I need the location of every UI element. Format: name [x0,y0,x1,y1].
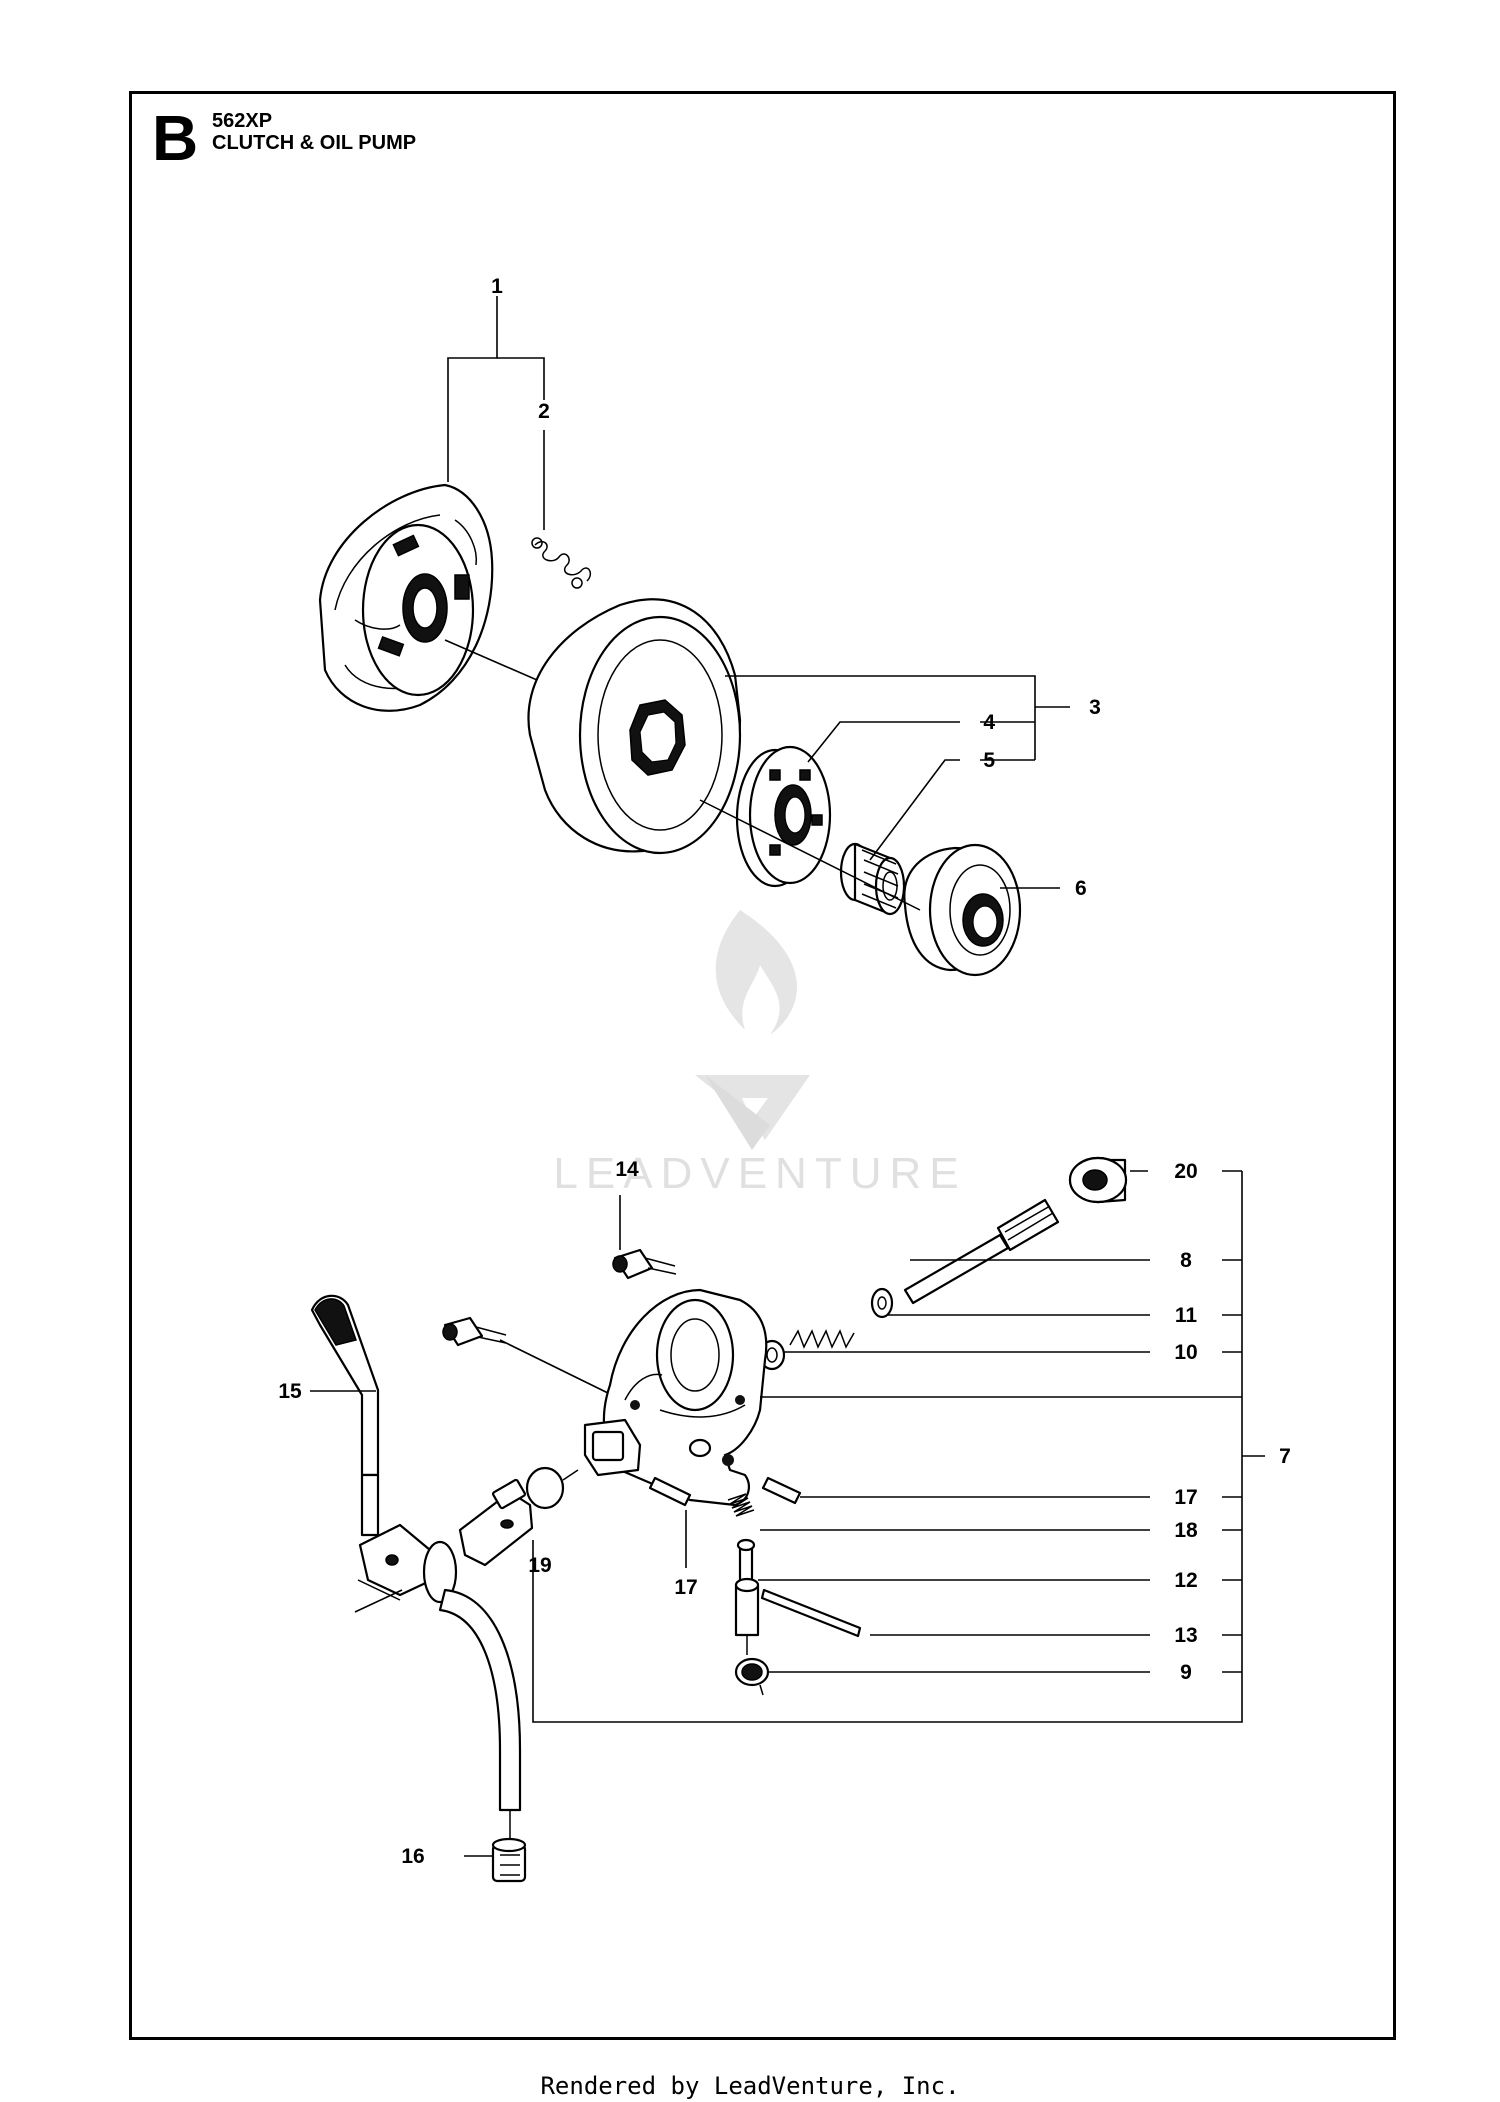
part-18-spring [727,1493,755,1517]
part-19-connector [458,1466,579,1567]
part-8-pump-shaft [903,1198,1060,1305]
part-7-oil-pump-body [583,1288,768,1507]
footer-credit: Rendered by LeadVenture, Inc. [540,2072,960,2100]
watermark-text: LEADVENTURE [553,1149,966,1198]
part-1-clutch [318,483,561,712]
callout-1: 1 [491,275,503,298]
part-5-needle-bearing [839,842,906,916]
callout-14: 14 [615,1158,639,1181]
lower-leader-lines [310,1170,1265,1857]
callout-9: 9 [1180,1661,1192,1684]
part-15-suction-pipe [310,1294,380,1537]
callout-15: 15 [278,1380,302,1403]
part-4-rim-sprocket [735,745,832,888]
callout-10: 10 [1174,1341,1197,1364]
part-12-plunger [734,1538,760,1655]
callout-7: 7 [1279,1445,1291,1468]
callout-5: 5 [983,749,995,772]
part-3-clutch-drum [527,598,742,855]
part-11-spring [789,1287,894,1349]
callout-8: 8 [1180,1249,1192,1272]
callout-11: 11 [1175,1304,1198,1327]
part-6-spur-sprocket [903,843,1022,977]
callout-18: 18 [1174,1519,1198,1542]
callout-20: 20 [1174,1160,1197,1183]
watermark-logo: LEADVENTURE [553,910,966,1198]
diagram-frame [129,91,1396,2040]
callout-12: 12 [1174,1569,1197,1592]
section-letter: B [152,102,199,174]
model-number: 562XP [212,110,273,132]
hose-fitting [354,1523,458,1613]
upper-leader-lines [447,296,1070,889]
callout-2: 2 [538,400,550,423]
part-9-nut [734,1657,770,1696]
part-20-bushing [1068,1156,1128,1204]
part-13-pin [760,1588,862,1638]
part-2-spring [531,537,592,589]
callout-19: 19 [528,1554,551,1577]
callout-13: 13 [1174,1624,1197,1647]
oil-hose [438,1588,522,1840]
callout-6: 6 [1075,877,1087,900]
callout-17-lower: 17 [674,1576,697,1599]
callout-3: 3 [1089,696,1101,719]
part-17-pins [648,1476,802,1507]
callout-4: 4 [983,711,995,734]
diagram-title: CLUTCH & OIL PUMP [212,132,417,154]
callout-17-right: 17 [1174,1486,1197,1509]
part-14-screw [442,1248,677,1396]
part-16-filter [491,1837,527,1883]
callout-16: 16 [401,1845,424,1868]
